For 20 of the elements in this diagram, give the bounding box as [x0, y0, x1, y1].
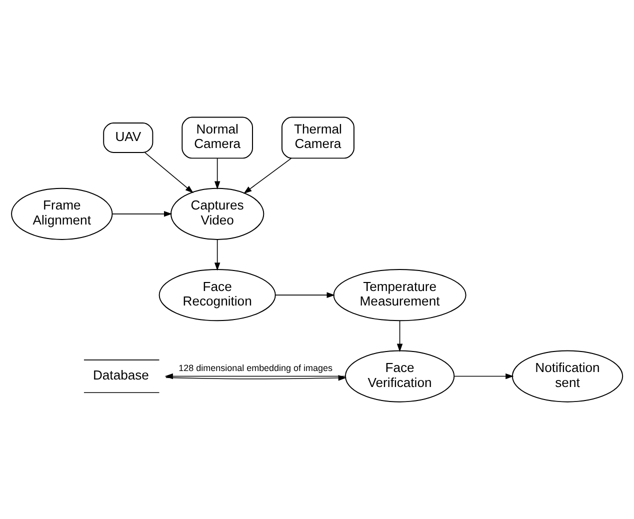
node-ellipse: Face Recognition — [158, 269, 276, 322]
arrow — [164, 373, 346, 380]
node-box: UAV — [103, 122, 154, 153]
arrow — [112, 211, 172, 217]
arrow — [244, 158, 292, 194]
node-box: Normal Camera — [182, 116, 253, 159]
arrow — [214, 239, 220, 271]
node-ellipse: Temperature Measurement — [333, 269, 466, 322]
node-ellipse: Frame Alignment — [11, 188, 113, 240]
node-ellipse: Notification sent — [512, 350, 624, 402]
arrow — [144, 152, 194, 194]
edge-label: 128 dimensional embedding of images — [178, 363, 333, 374]
arrow — [275, 292, 335, 298]
node-box: Thermal Camera — [281, 116, 354, 159]
node-text: Database — [92, 367, 149, 382]
arrow — [214, 158, 220, 190]
arrow — [454, 373, 514, 380]
arrow — [166, 375, 346, 381]
node-ellipse: Face Verification — [344, 350, 455, 402]
arrow — [396, 320, 403, 352]
